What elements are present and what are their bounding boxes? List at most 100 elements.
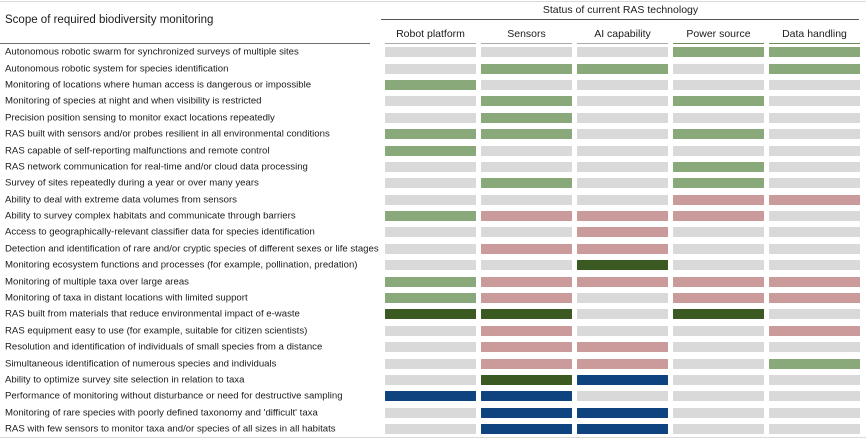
matrix-cell-sensors[interactable] bbox=[481, 260, 572, 271]
matrix-cell-sensors[interactable] bbox=[481, 79, 572, 90]
matrix-cell-robot_platform[interactable] bbox=[385, 309, 476, 320]
matrix-cell-sensors[interactable] bbox=[481, 211, 572, 222]
matrix-cell-power_source[interactable] bbox=[673, 63, 764, 74]
matrix-cell-ai_capability[interactable] bbox=[577, 96, 668, 107]
matrix-cell-power_source[interactable] bbox=[673, 161, 764, 172]
matrix-cell-data_handling[interactable] bbox=[769, 227, 860, 238]
matrix-cell-data_handling[interactable] bbox=[769, 407, 860, 418]
matrix-cell-power_source[interactable] bbox=[673, 227, 764, 238]
matrix-cell-data_handling[interactable] bbox=[769, 309, 860, 320]
column-header-ai_capability[interactable]: AI capability bbox=[594, 28, 651, 40]
matrix-cell-power_source[interactable] bbox=[673, 112, 764, 123]
matrix-cell-robot_platform[interactable] bbox=[385, 358, 476, 369]
matrix-cell-sensors[interactable] bbox=[481, 276, 572, 287]
matrix-cell-data_handling[interactable] bbox=[769, 358, 860, 369]
matrix-cell-power_source[interactable] bbox=[673, 358, 764, 369]
matrix-cell-sensors[interactable] bbox=[481, 424, 572, 435]
matrix-cell-ai_capability[interactable] bbox=[577, 293, 668, 304]
matrix-cell-robot_platform[interactable] bbox=[385, 63, 476, 74]
matrix-cell-robot_platform[interactable] bbox=[385, 178, 476, 189]
matrix-cell-robot_platform[interactable] bbox=[385, 375, 476, 385]
matrix-cell-ai_capability[interactable] bbox=[577, 325, 668, 336]
matrix-cell-power_source[interactable] bbox=[673, 293, 764, 304]
matrix-cell-robot_platform[interactable] bbox=[385, 112, 476, 123]
matrix-cell-data_handling[interactable] bbox=[769, 112, 860, 123]
matrix-cell-sensors[interactable] bbox=[481, 293, 572, 304]
matrix-cell-sensors[interactable] bbox=[481, 96, 572, 107]
matrix-cell-robot_platform[interactable] bbox=[385, 293, 476, 304]
matrix-cell-power_source[interactable] bbox=[673, 375, 764, 385]
matrix-cell-ai_capability[interactable] bbox=[577, 260, 668, 271]
matrix-cell-sensors[interactable] bbox=[481, 325, 572, 336]
matrix-cell-data_handling[interactable] bbox=[769, 391, 860, 402]
matrix-cell-sensors[interactable] bbox=[481, 129, 572, 140]
matrix-cell-data_handling[interactable] bbox=[769, 96, 860, 107]
matrix-cell-ai_capability[interactable] bbox=[577, 276, 668, 287]
matrix-cell-power_source[interactable] bbox=[673, 276, 764, 287]
matrix-cell-data_handling[interactable] bbox=[769, 145, 860, 156]
matrix-cell-data_handling[interactable] bbox=[769, 161, 860, 172]
matrix-cell-robot_platform[interactable] bbox=[385, 96, 476, 107]
matrix-cell-data_handling[interactable] bbox=[769, 325, 860, 336]
matrix-cell-ai_capability[interactable] bbox=[577, 178, 668, 189]
matrix-cell-data_handling[interactable] bbox=[769, 375, 860, 385]
matrix-cell-power_source[interactable] bbox=[673, 243, 764, 254]
matrix-cell-ai_capability[interactable] bbox=[577, 309, 668, 320]
matrix-cell-power_source[interactable] bbox=[673, 260, 764, 271]
matrix-cell-ai_capability[interactable] bbox=[577, 227, 668, 238]
matrix-cell-ai_capability[interactable] bbox=[577, 342, 668, 353]
matrix-cell-power_source[interactable] bbox=[673, 47, 764, 58]
matrix-cell-robot_platform[interactable] bbox=[385, 47, 476, 58]
column-header-power_source[interactable]: Power source bbox=[686, 28, 751, 40]
matrix-cell-data_handling[interactable] bbox=[769, 211, 860, 222]
matrix-cell-ai_capability[interactable] bbox=[577, 161, 668, 172]
matrix-cell-robot_platform[interactable] bbox=[385, 342, 476, 353]
matrix-cell-data_handling[interactable] bbox=[769, 194, 860, 205]
matrix-cell-data_handling[interactable] bbox=[769, 293, 860, 304]
matrix-cell-power_source[interactable] bbox=[673, 79, 764, 90]
matrix-cell-ai_capability[interactable] bbox=[577, 112, 668, 123]
column-header-sensors[interactable]: Sensors bbox=[507, 28, 546, 40]
matrix-cell-robot_platform[interactable] bbox=[385, 79, 476, 90]
matrix-cell-power_source[interactable] bbox=[673, 129, 764, 140]
matrix-cell-ai_capability[interactable] bbox=[577, 145, 668, 156]
matrix-cell-data_handling[interactable] bbox=[769, 276, 860, 287]
matrix-cell-robot_platform[interactable] bbox=[385, 227, 476, 238]
matrix-cell-ai_capability[interactable] bbox=[577, 194, 668, 205]
matrix-cell-sensors[interactable] bbox=[481, 391, 572, 402]
matrix-cell-data_handling[interactable] bbox=[769, 129, 860, 140]
matrix-cell-sensors[interactable] bbox=[481, 178, 572, 189]
matrix-cell-data_handling[interactable] bbox=[769, 79, 860, 90]
matrix-cell-robot_platform[interactable] bbox=[385, 243, 476, 254]
matrix-cell-sensors[interactable] bbox=[481, 309, 572, 320]
matrix-cell-power_source[interactable] bbox=[673, 96, 764, 107]
matrix-cell-sensors[interactable] bbox=[481, 112, 572, 123]
matrix-cell-power_source[interactable] bbox=[673, 407, 764, 418]
matrix-cell-sensors[interactable] bbox=[481, 194, 572, 205]
matrix-cell-robot_platform[interactable] bbox=[385, 276, 476, 287]
matrix-cell-robot_platform[interactable] bbox=[385, 194, 476, 205]
matrix-cell-data_handling[interactable] bbox=[769, 243, 860, 254]
matrix-cell-robot_platform[interactable] bbox=[385, 325, 476, 336]
matrix-cell-ai_capability[interactable] bbox=[577, 358, 668, 369]
column-header-data_handling[interactable]: Data handling bbox=[782, 28, 847, 40]
matrix-cell-robot_platform[interactable] bbox=[385, 260, 476, 271]
matrix-cell-ai_capability[interactable] bbox=[577, 375, 668, 385]
matrix-cell-data_handling[interactable] bbox=[769, 178, 860, 189]
matrix-cell-ai_capability[interactable] bbox=[577, 129, 668, 140]
matrix-cell-sensors[interactable] bbox=[481, 407, 572, 418]
matrix-cell-sensors[interactable] bbox=[481, 375, 572, 385]
matrix-cell-robot_platform[interactable] bbox=[385, 161, 476, 172]
matrix-cell-robot_platform[interactable] bbox=[385, 145, 476, 156]
matrix-cell-sensors[interactable] bbox=[481, 145, 572, 156]
matrix-cell-sensors[interactable] bbox=[481, 47, 572, 58]
matrix-cell-ai_capability[interactable] bbox=[577, 79, 668, 90]
matrix-cell-ai_capability[interactable] bbox=[577, 424, 668, 435]
matrix-cell-robot_platform[interactable] bbox=[385, 391, 476, 402]
matrix-cell-sensors[interactable] bbox=[481, 243, 572, 254]
matrix-cell-power_source[interactable] bbox=[673, 391, 764, 402]
matrix-cell-sensors[interactable] bbox=[481, 161, 572, 172]
matrix-cell-robot_platform[interactable] bbox=[385, 407, 476, 418]
matrix-cell-data_handling[interactable] bbox=[769, 424, 860, 435]
matrix-cell-ai_capability[interactable] bbox=[577, 211, 668, 222]
